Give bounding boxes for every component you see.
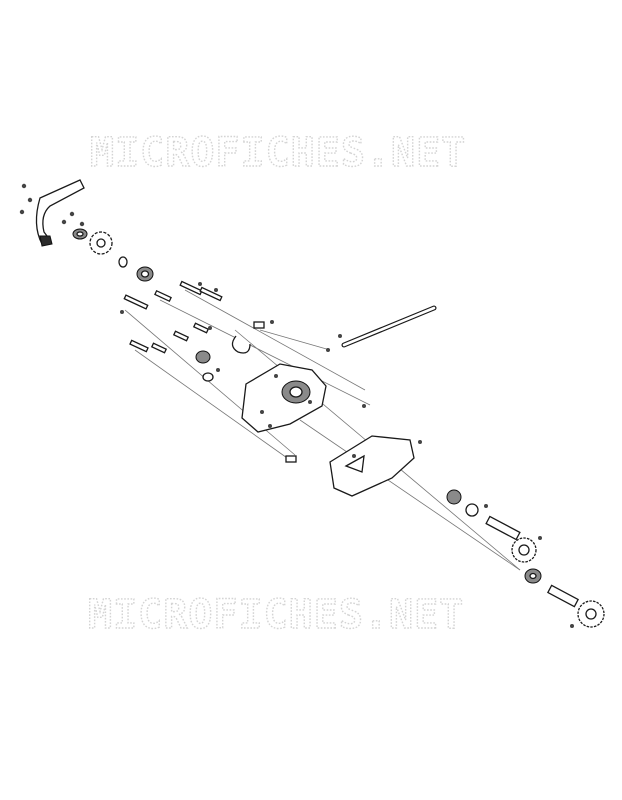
housing-bolts [120, 280, 330, 354]
long-shaft [338, 305, 437, 348]
small-gears [195, 350, 220, 382]
tensioner-hub [72, 228, 88, 240]
gearbox-housing [241, 363, 327, 433]
watermark-top: MICROFICHES.NET [90, 130, 466, 176]
snap-ring-and-bearing [118, 256, 154, 282]
output-shaft-gear [485, 515, 542, 563]
lower-bushing [524, 568, 542, 584]
chain-guard-bracket [35, 179, 85, 247]
final-drive-gear [546, 584, 605, 628]
circlip [231, 335, 251, 354]
seal-and-washer [446, 489, 488, 517]
leader-lines [124, 289, 521, 571]
gearbox-cover [329, 435, 422, 497]
drain-bolt [285, 404, 366, 463]
bolts-top-left [19, 183, 85, 227]
sprocket [89, 231, 113, 255]
watermark-bottom: MICROFICHES.NET [88, 592, 464, 638]
